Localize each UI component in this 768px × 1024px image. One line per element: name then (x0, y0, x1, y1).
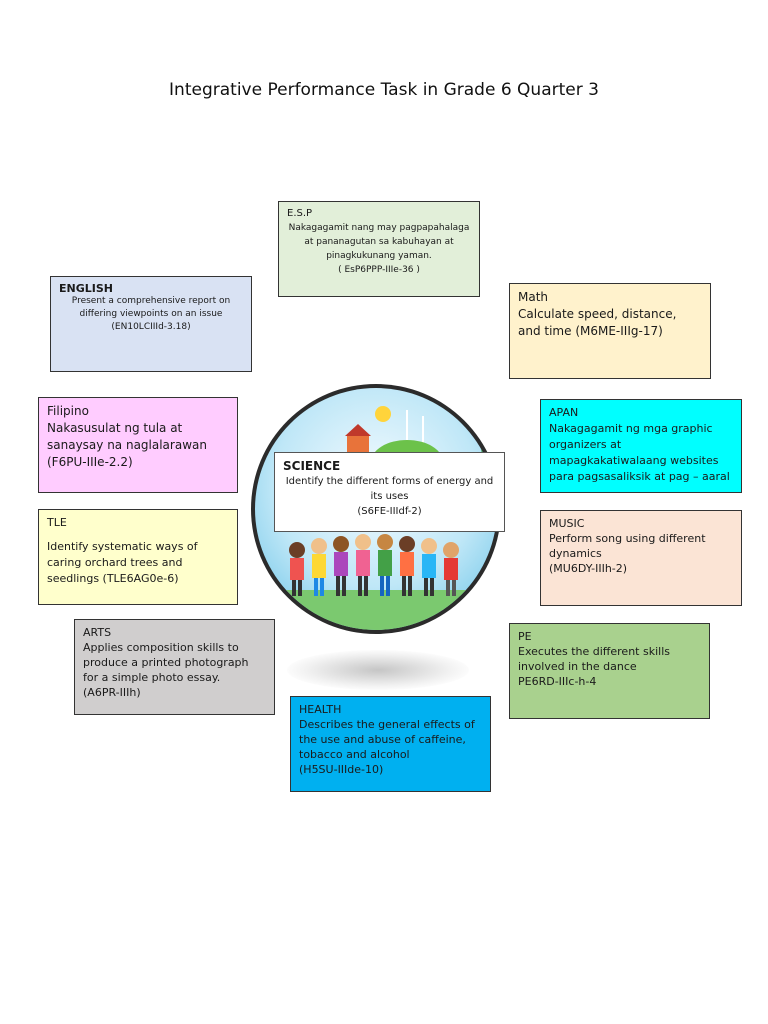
science-code: (S6FE-IIIdf-2) (357, 506, 422, 517)
pe-body: Executes the different skills involved i… (518, 645, 670, 673)
health-body: Describes the general effects of the use… (299, 718, 475, 761)
english-box: ENGLISH Present a comprehensive report o… (50, 276, 252, 372)
page-title: Integrative Performance Task in Grade 6 … (169, 80, 599, 100)
sun-icon (375, 406, 391, 422)
music-code: (MU6DY-IIIh-2) (549, 562, 628, 575)
english-heading: ENGLISH (59, 282, 113, 295)
math-heading: Math (518, 290, 549, 304)
apan-body: Nakagagamit ng mga graphic organizers at… (549, 422, 730, 483)
pe-code: PE6RD-IIIc-h-4 (518, 675, 597, 688)
pe-box: PE Executes the different skills involve… (509, 623, 710, 719)
math-box: Math Calculate speed, distance, and time… (509, 283, 711, 379)
tle-heading: TLE (47, 516, 67, 529)
children-illustration (251, 384, 501, 634)
tle-box: TLE Identify systematic ways of caring o… (38, 509, 238, 605)
esp-box: E.S.P Nakagagamit nang may pagpapahalaga… (278, 201, 480, 297)
health-heading: HEALTH (299, 703, 342, 716)
apan-box: APAN Nakagagamit ng mga graphic organize… (540, 399, 742, 493)
esp-heading: E.S.P (287, 208, 313, 219)
music-heading: MUSIC (549, 517, 585, 530)
house-icon (347, 434, 369, 456)
english-body: Present a comprehensive report on differ… (71, 296, 231, 319)
filipino-heading: Filipino (47, 404, 89, 418)
apan-heading: APAN (549, 406, 579, 419)
english-code: (EN10LCIIId-3.18) (111, 322, 191, 332)
filipino-code: (F6PU-IIIe-2.2) (47, 455, 133, 469)
music-box: MUSIC Perform song using different dynam… (540, 510, 742, 606)
science-heading: SCIENCE (283, 459, 341, 473)
science-body: Identify the different forms of energy a… (285, 476, 494, 502)
arts-box: ARTS Applies composition skills to produ… (74, 619, 275, 715)
esp-body: Nakagagamit nang may pagpapahalaga at pa… (288, 223, 470, 261)
esp-code: ( EsP6PPP-IIIe-36 ) (338, 265, 420, 275)
arts-code: (A6PR-IIIh) (83, 686, 141, 699)
circle-shadow (287, 650, 469, 690)
science-box: SCIENCE Identify the different forms of … (274, 452, 505, 532)
health-box: HEALTH Describes the general effects of … (290, 696, 491, 792)
math-body: Calculate speed, distance, and time (M6M… (518, 307, 677, 338)
health-code: (H5SU-IIIde-10) (299, 763, 384, 776)
music-body: Perform song using different dynamics (549, 532, 706, 560)
tle-body: Identify systematic ways of caring orcha… (47, 540, 198, 585)
arts-body: Applies composition skills to produce a … (83, 641, 249, 684)
filipino-box: Filipino Nakasusulat ng tula at sanaysay… (38, 397, 238, 493)
pe-heading: PE (518, 630, 532, 643)
filipino-body: Nakasusulat ng tula at sanaysay na nagla… (47, 421, 207, 452)
children-group (289, 534, 459, 596)
arts-heading: ARTS (83, 626, 112, 639)
